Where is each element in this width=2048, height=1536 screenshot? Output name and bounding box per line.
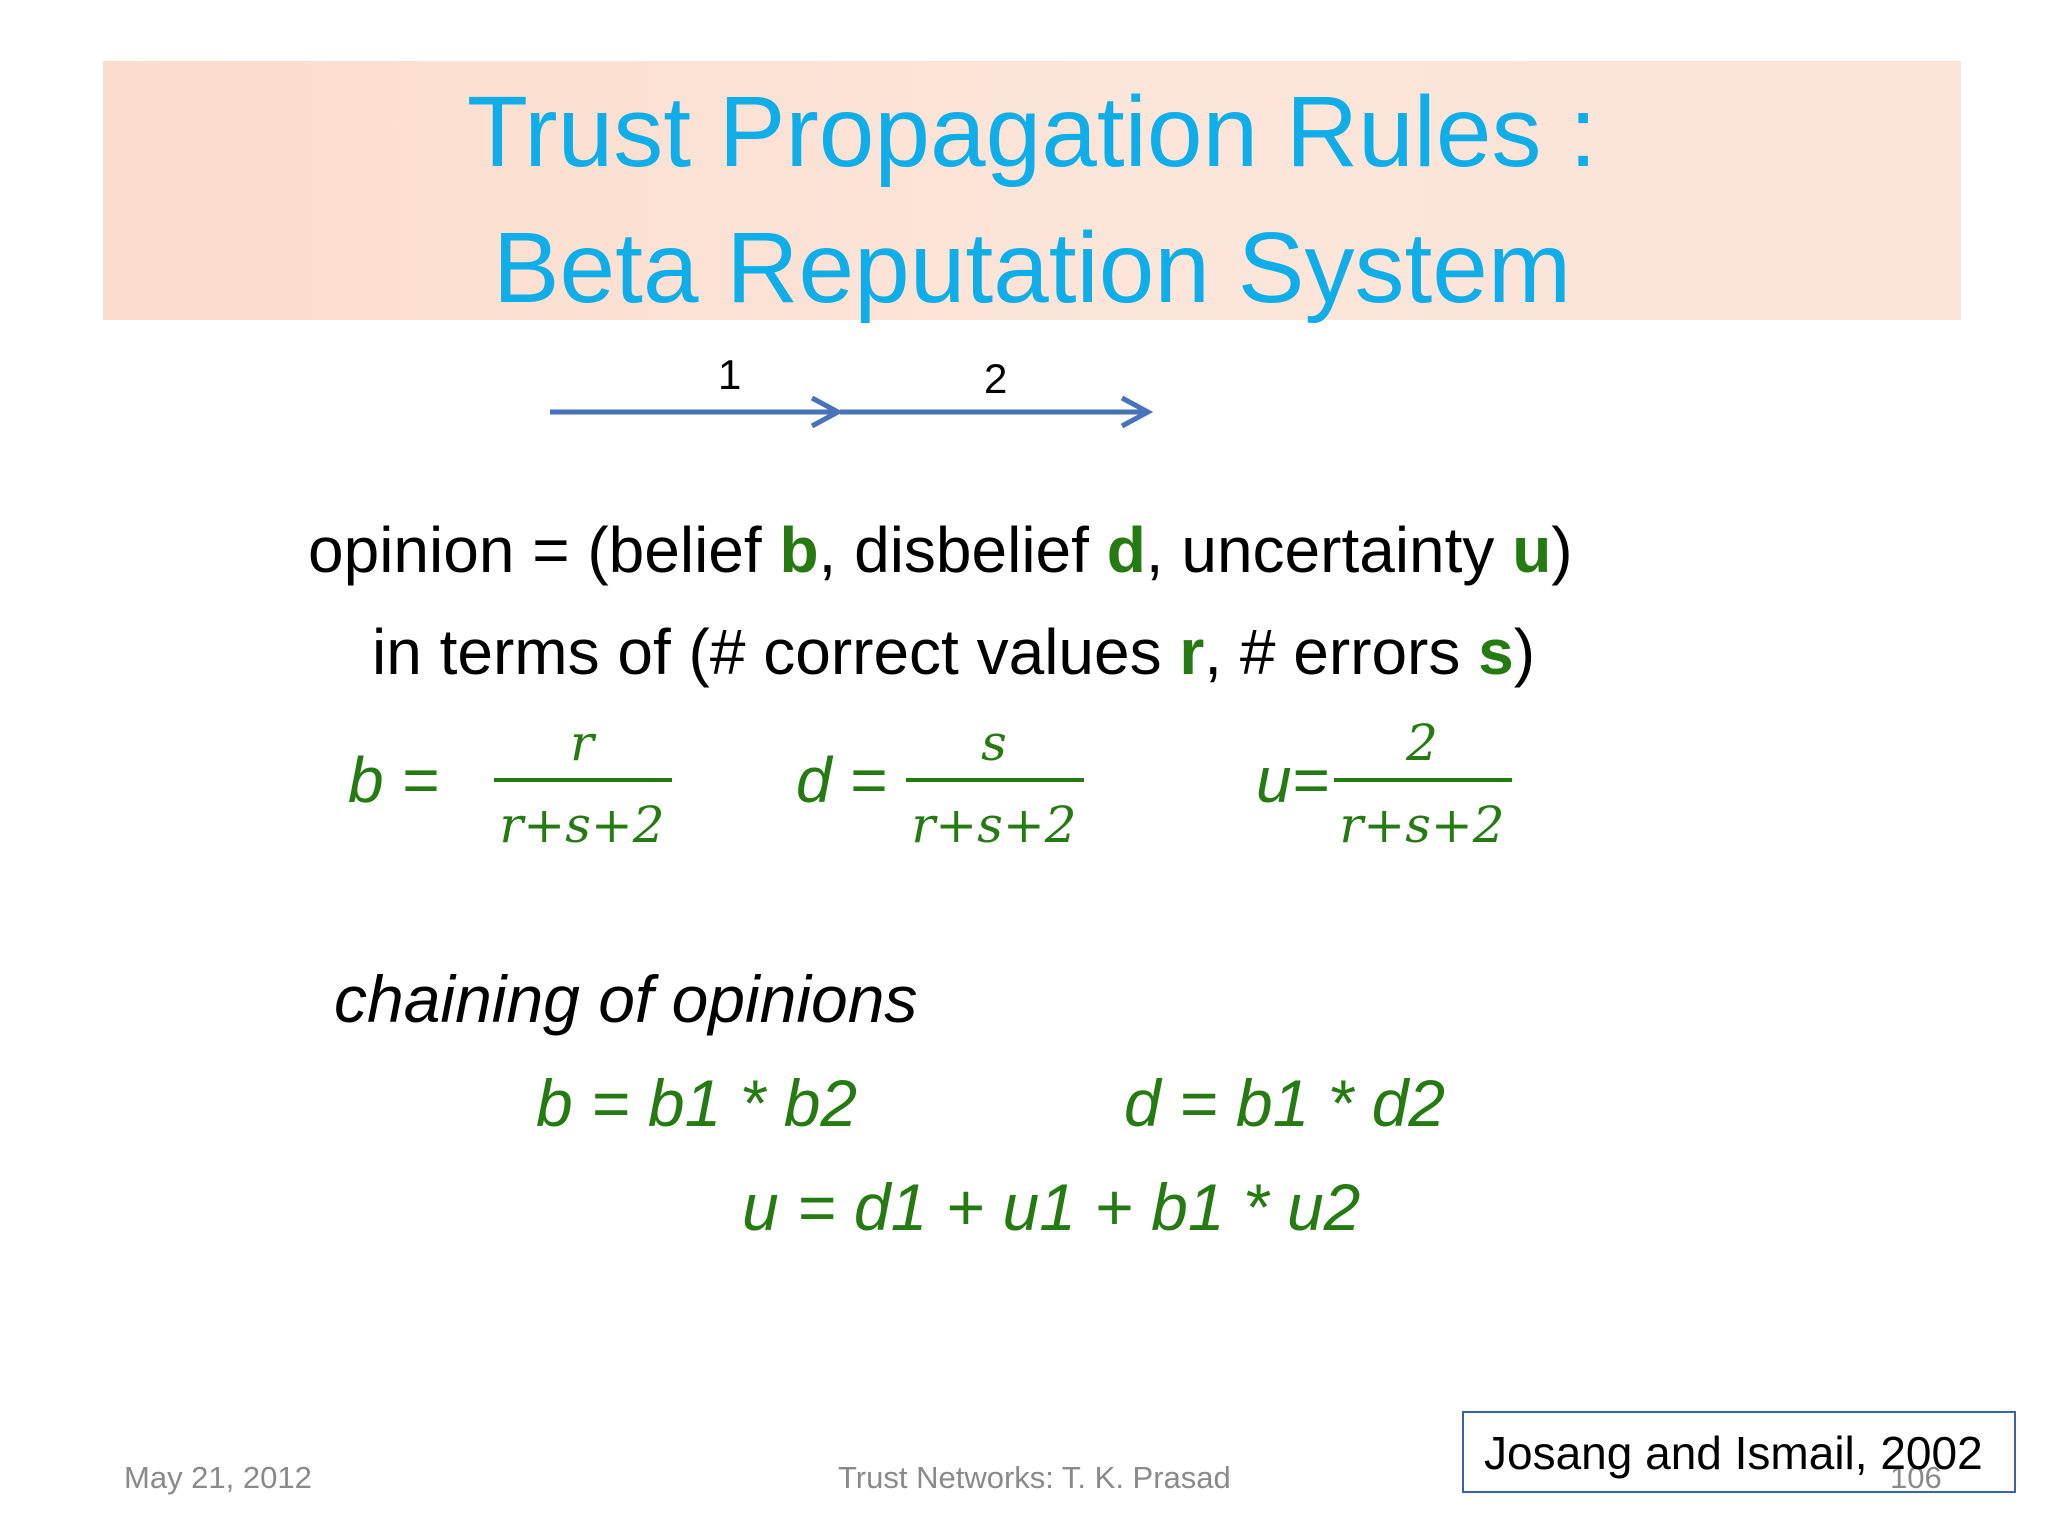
citation-text: Josang and Ismail, 2002 (1484, 1427, 1983, 1479)
title-banner (103, 61, 1961, 320)
disbelief-text: , disbelief (818, 514, 1107, 586)
d-denominator-wrap: r+s+2 (902, 800, 1086, 850)
edge-2-label: 2 (984, 355, 1008, 402)
u-denominator: r+s+2 (1339, 796, 1505, 854)
correct-values-text: in terms of (# correct values (372, 616, 1180, 688)
u-numerator: 2 (1406, 714, 1438, 772)
disbelief-symbol: d (1106, 514, 1146, 586)
edge-2-arrowhead (1120, 395, 1154, 429)
citation-box (1462, 1411, 2016, 1493)
opinion-definition: opinion = (belief b, disbelief d, uncert… (308, 518, 1573, 582)
terms-definition: in terms of (# correct values r, # error… (372, 620, 1535, 684)
chaining-uncertainty-equation: u = d1 + u1 + b1 * u2 (742, 1170, 1361, 1244)
d-numerator: s (981, 714, 1007, 772)
edge-1-label: 1 (718, 351, 742, 398)
footer-center-text: Trust Networks: T. K. Prasad (838, 1460, 1231, 1495)
r-symbol: r (1179, 616, 1205, 688)
errors-text: , # errors (1204, 616, 1479, 688)
trust-chain-diagram (550, 395, 1154, 429)
closing-paren: ) (1551, 514, 1573, 586)
s-symbol: s (1478, 616, 1514, 688)
slide-title-line-2: Beta Reputation System (492, 212, 1572, 324)
edge-1-arrowhead (810, 395, 844, 429)
b-formula-lhs: b = (348, 744, 439, 816)
chaining-disbelief-equation: d = b1 * d2 (1124, 1066, 1446, 1140)
uncertainty-symbol: u (1512, 514, 1552, 586)
footer-page-number: 106 (1890, 1460, 1942, 1495)
b-denominator-wrap: r+s+2 (490, 800, 674, 850)
u-fraction-bar (1334, 778, 1512, 782)
closing-paren: ) (1513, 616, 1536, 688)
d-fraction: s (902, 718, 1086, 768)
d-fraction-bar (906, 778, 1084, 782)
d-denominator: r+s+2 (911, 796, 1077, 854)
b-fraction: r (490, 718, 674, 768)
u-formula-lhs: u= (1256, 744, 1329, 816)
d-formula-lhs: d = (796, 744, 887, 816)
footer-date: May 21, 2012 (124, 1460, 312, 1495)
b-numerator: r (570, 714, 594, 772)
u-fraction: 2 (1330, 718, 1514, 768)
u-denominator-wrap: r+s+2 (1330, 800, 1514, 850)
b-denominator: r+s+2 (499, 796, 665, 854)
belief-symbol: b (779, 514, 819, 586)
opinion-text: opinion = (belief (308, 514, 780, 586)
chaining-heading: chaining of opinions (334, 962, 918, 1036)
slide-title-line-1: Trust Propagation Rules : (466, 76, 1598, 188)
uncertainty-text: , uncertainty (1145, 514, 1513, 586)
b-fraction-bar (494, 778, 672, 782)
chaining-belief-equation: b = b1 * b2 (536, 1066, 858, 1140)
